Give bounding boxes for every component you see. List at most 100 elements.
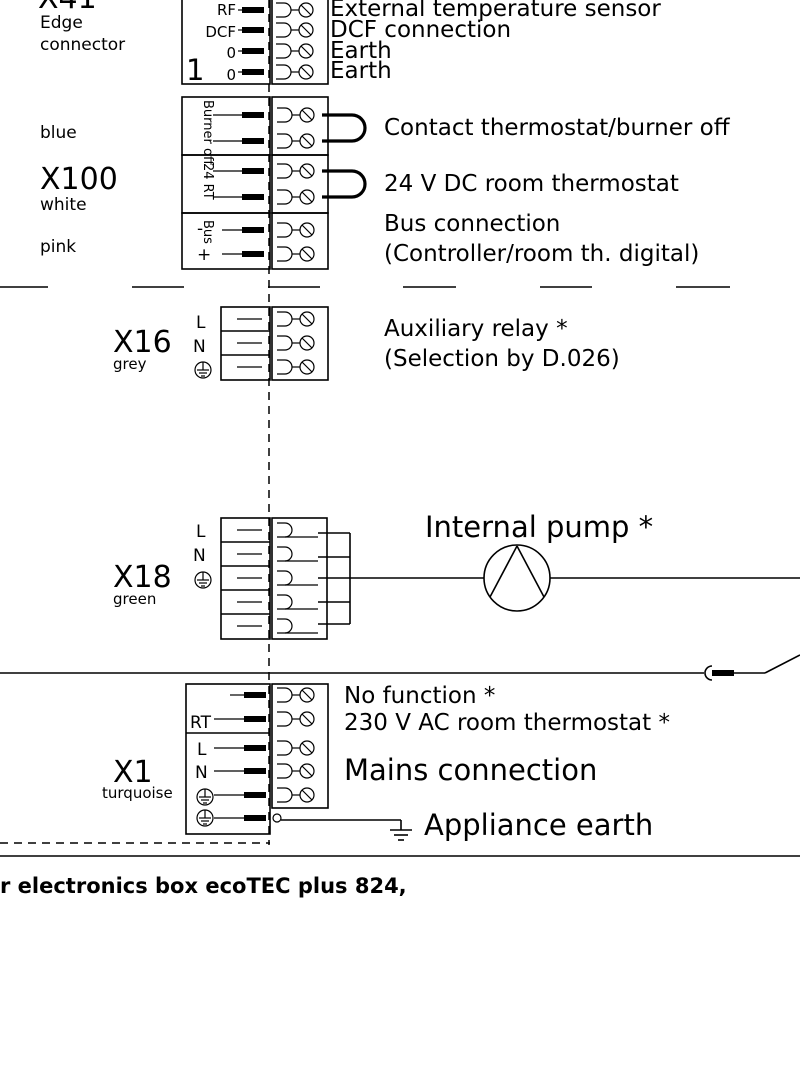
screw-terminal-icon: [277, 163, 315, 179]
x18-title: X18: [113, 560, 172, 595]
screw-terminal-icon: [277, 107, 315, 123]
ground-symbol-icon: [390, 820, 412, 841]
x18-block: X18 green L N Internal pump *: [113, 510, 800, 640]
screw-terminal-icon: [277, 787, 315, 803]
screw-terminal-icon: [277, 189, 315, 205]
x100-block: blue X100 white pink Burner off 24 RT Bu…: [40, 96, 731, 270]
pin-bar: [242, 48, 264, 54]
screw-terminal-icon: [277, 570, 293, 586]
x1-label-mains: Mains connection: [344, 753, 597, 787]
x1-label-no-function: No function *: [344, 683, 495, 709]
x16-block: X16 grey L N Auxiliary relay * (Selectio…: [113, 306, 620, 381]
x16-color: grey: [113, 355, 147, 373]
pump-symbol-icon: [483, 544, 551, 612]
pin-bar: [242, 27, 264, 33]
pin-bar: [242, 168, 264, 174]
x100-label-bus-2: (Controller/room th. digital): [384, 241, 699, 267]
x41-block: X41 Edge connector 1 RF DCF 0 0 External…: [38, 0, 661, 87]
x100-color-white: white: [40, 195, 87, 215]
switch-contact-icon: [704, 654, 800, 681]
earth-symbol-icon: [194, 571, 212, 589]
screw-terminal-icon: [277, 133, 315, 149]
screw-terminal-icon: [277, 594, 293, 610]
pin-bar: [244, 692, 266, 698]
screw-terminal-icon: [277, 311, 315, 327]
x16-term-body: [271, 306, 329, 381]
screw-terminal-icon: [277, 222, 315, 238]
screw-terminal-icon: [277, 711, 315, 727]
screw-terminal-icon: [277, 687, 315, 703]
x100-plug-rt: [181, 154, 271, 214]
pin-bar: [242, 112, 264, 118]
x41-label-dcf: DCF connection: [330, 17, 511, 43]
pin-bar: [244, 716, 266, 722]
x41-label-earth2: Earth: [330, 58, 392, 84]
x100-bus-minus: -: [197, 219, 203, 239]
x41-subtitle-line2: connector: [40, 35, 125, 55]
x100-label-24v: 24 V DC room thermostat: [384, 171, 679, 197]
x16-pin-n: N: [193, 337, 206, 357]
screw-terminal-icon: [276, 43, 314, 59]
pin-bar: [244, 768, 266, 774]
x18-pin-n: N: [193, 546, 206, 566]
x1-title: X1: [113, 755, 153, 790]
x41-subtitle-line1: Edge: [40, 13, 83, 33]
earth-symbol-icon: [196, 809, 214, 827]
x1-term-body: [271, 683, 329, 809]
screw-terminal-icon: [277, 618, 293, 634]
x18-pin-l: L: [196, 522, 206, 542]
x1-pin-n: N: [195, 763, 208, 783]
pin-bar: [242, 138, 264, 144]
screw-terminal-icon: [277, 546, 293, 562]
screw-terminal-icon: [276, 64, 314, 80]
x18-pump-label: Internal pump *: [425, 510, 653, 544]
x16-title: X16: [113, 325, 172, 360]
x16-pin-l: L: [196, 313, 206, 333]
x41-pin-number: 1: [186, 53, 204, 87]
x100-bus-plus: +: [197, 245, 211, 265]
screw-terminal-icon: [277, 359, 315, 375]
x1-label-230v: 230 V AC room thermostat *: [344, 710, 670, 736]
screw-terminal-icon: [277, 246, 315, 262]
x41-pin-dcf: DCF: [205, 23, 236, 41]
jumper-rt24: [322, 169, 367, 199]
x16-plug-body: [220, 306, 271, 381]
x100-burner-off-text: Burner off: [200, 100, 215, 166]
x41-pin-0b: 0: [226, 66, 236, 84]
x100-term-bus: [271, 212, 329, 270]
screw-terminal-icon: [277, 763, 315, 779]
x100-color-pink: pink: [40, 237, 76, 257]
x41-title: X41: [38, 0, 97, 16]
pin-bar: [242, 194, 264, 200]
x100-term-burner: [271, 96, 329, 156]
x18-plug-body: [220, 517, 271, 640]
x1-pin-l: L: [197, 740, 207, 760]
jumper-burner-off: [322, 113, 367, 143]
x100-bus-text: Bus: [200, 220, 215, 244]
pin-bar: [244, 815, 266, 821]
pin-bar: [242, 251, 264, 257]
x100-label-bus-1: Bus connection: [384, 211, 560, 237]
x100-plug-burner: [181, 96, 271, 156]
x1-pin-rt: RT: [190, 713, 212, 733]
pin-bar: [244, 745, 266, 751]
screw-terminal-icon: [277, 335, 315, 351]
figure-caption: r electronics box ecoTEC plus 824,: [0, 874, 407, 898]
x16-label-2: (Selection by D.026): [384, 346, 620, 372]
screw-terminal-icon: [277, 522, 293, 538]
pin-bar: [242, 69, 264, 75]
x16-label-1: Auxiliary relay *: [384, 316, 568, 342]
pin-bar: [242, 227, 264, 233]
x1-label-earth: Appliance earth: [424, 808, 653, 842]
x1-plug-body: [185, 683, 271, 835]
screw-terminal-icon: [276, 22, 314, 38]
screw-terminal-icon: [276, 2, 314, 18]
x1-color: turquoise: [102, 784, 173, 802]
x100-label-contact-thermostat: Contact thermostat/burner off: [384, 115, 731, 141]
x18-color: green: [113, 590, 156, 608]
earth-symbol-icon: [194, 361, 212, 379]
pin-bar: [244, 792, 266, 798]
earth-symbol-icon: [196, 788, 214, 806]
x100-color-blue: blue: [40, 123, 77, 143]
